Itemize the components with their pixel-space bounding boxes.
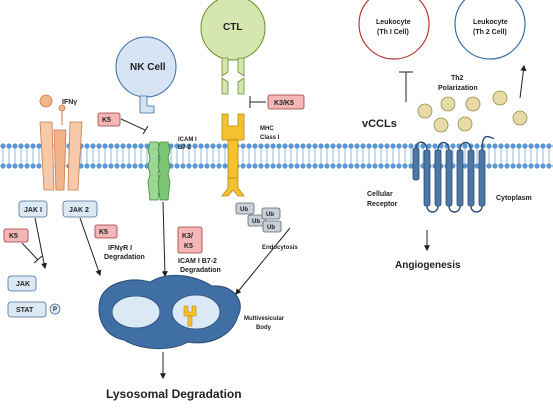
ifn-gamma-ligand: [39, 94, 53, 108]
arrow-icam-to-mvb: [161, 201, 168, 278]
svg-text:Ub: Ub: [266, 212, 274, 218]
cellular-receptor-label: Cellular Receptor: [367, 191, 398, 208]
chemokine-particles: [417, 90, 528, 133]
arrow-jak1-to-jak: [34, 217, 48, 270]
leukocyte-th1-label: Leukocyte (Th I Cell): [376, 19, 413, 36]
leukocyte-th2-cell: [454, 0, 526, 60]
leukocyte-th1-cell: [358, 0, 430, 60]
ctl-cell: [200, 0, 266, 61]
svg-text:K5: K5: [9, 233, 18, 240]
vccls-label: vCCLs: [362, 118, 397, 130]
svg-text:K3/K5: K3/K5: [274, 100, 294, 107]
k3k5-box-ctl: K3/K5: [267, 94, 305, 110]
ifngr-degradation-label: IFNγR I Degradation: [104, 245, 145, 261]
ifn-gamma-receptor: IFNγ: [39, 94, 83, 191]
cellular-receptor-gpcr: [412, 147, 486, 207]
mhc-label: MHC Class I: [260, 126, 280, 141]
k5-box-left: K5: [3, 228, 29, 243]
jak1-box: JAK I: [18, 200, 48, 218]
th2-polarization-label: Th2 Polarization: [438, 75, 478, 92]
ctl-label: CTL: [223, 22, 242, 33]
svg-text:K3/ K5: K3/ K5: [182, 233, 195, 250]
endocytosis-label: Endocytosis: [262, 245, 298, 251]
icam-label: ICAM I B7-2: [178, 137, 198, 151]
svg-text:P: P: [53, 307, 57, 313]
stat-box: STAT P: [7, 301, 61, 318]
arrow-jak2-to-mvb: [79, 217, 102, 277]
mhc-in-vesicle: [183, 305, 197, 327]
multivesicular-body: [98, 274, 241, 350]
arrow-endocytosis-to-mvb: [235, 227, 291, 295]
mvb-label: Multivesicular Body: [244, 316, 286, 331]
vesicle-left: [111, 295, 161, 329]
nk-receptor: [139, 95, 155, 114]
svg-text:JAK 2: JAK 2: [69, 207, 89, 214]
mhc-class-i-protein: [221, 113, 245, 197]
lysosomal-degradation-label: Lysosomal Degradation: [106, 387, 242, 401]
k5-box-nk: K5: [97, 112, 121, 127]
svg-text:K5: K5: [102, 117, 111, 124]
svg-text:STAT: STAT: [16, 307, 34, 314]
inhibition-k5-jak: [21, 242, 43, 264]
nk-cell-label: NK Cell: [130, 62, 166, 73]
leukocyte-th2-label: Leukocyte (Th 2 Cell): [473, 19, 510, 36]
inhibition-k5-nk: [120, 118, 149, 135]
svg-text:Ub: Ub: [240, 207, 248, 213]
svg-text:Ub: Ub: [252, 219, 260, 225]
icam1-b7-2-protein: [147, 141, 171, 201]
jak-box: JAK: [7, 275, 37, 292]
receptor-loops: [415, 135, 495, 213]
inhibition-vccl-th1: [399, 71, 413, 102]
svg-text:JAK I: JAK I: [24, 207, 42, 214]
svg-text:Ub: Ub: [267, 225, 275, 231]
svg-text:K5: K5: [99, 229, 108, 236]
arrow-vccl-to-th2: [519, 64, 527, 99]
cytoplasm-label: Cytoplasm: [496, 195, 532, 202]
ifn-gamma-label: IFNγ: [62, 99, 77, 106]
jak2-box: JAK 2: [62, 200, 98, 218]
inhibition-k3k5-ctl: [249, 96, 266, 108]
tcr-receptor: [221, 57, 245, 95]
svg-text:JAK: JAK: [16, 281, 30, 288]
k3k5-box-icam: K3/ K5: [177, 226, 203, 254]
icam-degradation-label: ICAM I B7-2 Degradation: [178, 258, 221, 274]
angiogenesis-label: Angiogenesis: [395, 260, 461, 271]
k5-box-ifngr: K5: [94, 224, 118, 239]
ubiquitin-chain: Ub Ub Ub Ub: [235, 202, 282, 233]
phosphate-icon: [49, 303, 61, 315]
